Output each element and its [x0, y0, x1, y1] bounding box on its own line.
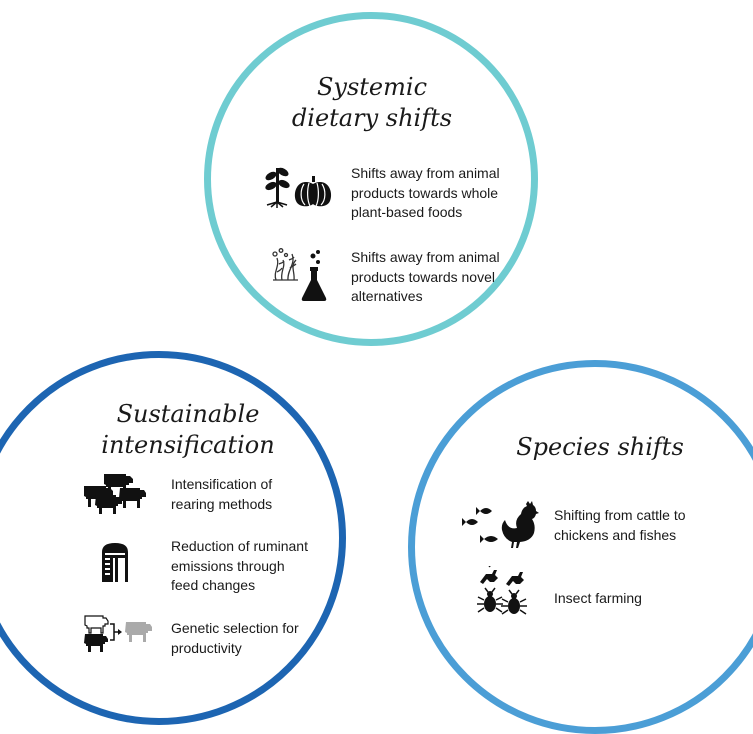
- feed-silo-icon: [101, 542, 129, 582]
- species-item-1-text: Shifting from cattle to chickens and fis…: [554, 507, 686, 543]
- cattle-breeding-icon: [82, 612, 156, 654]
- seaweed-flask-icon: [270, 248, 332, 302]
- cattle-herd-icon: [82, 470, 146, 514]
- dietary-item-1-text: Shifts away from animal products towards…: [351, 165, 500, 220]
- dietary-item-2-text: Shifts away from animal products towards…: [351, 249, 500, 304]
- intensification-item-3-text: Genetic selection for productivity: [171, 620, 299, 656]
- intensification-item-2-text: Reduction of ruminant emissions through …: [171, 538, 308, 593]
- species-item-2-text: Insect farming: [554, 590, 642, 606]
- intensification-item-1-text: Intensification of rearing methods: [171, 476, 273, 512]
- sustainable-intensification-title: Sustainable intensification: [101, 400, 275, 459]
- species-shifts-title: Species shifts: [516, 433, 684, 461]
- systemic-dietary-shifts-title: Systemic dietary shifts: [291, 73, 453, 132]
- fish-chicken-icon: [462, 500, 546, 548]
- systemic-dietary-shifts-circle: [204, 12, 538, 346]
- insects-icon: [476, 566, 532, 618]
- species-shifts-circle: [408, 360, 753, 734]
- plant-pumpkin-icon: [262, 162, 334, 208]
